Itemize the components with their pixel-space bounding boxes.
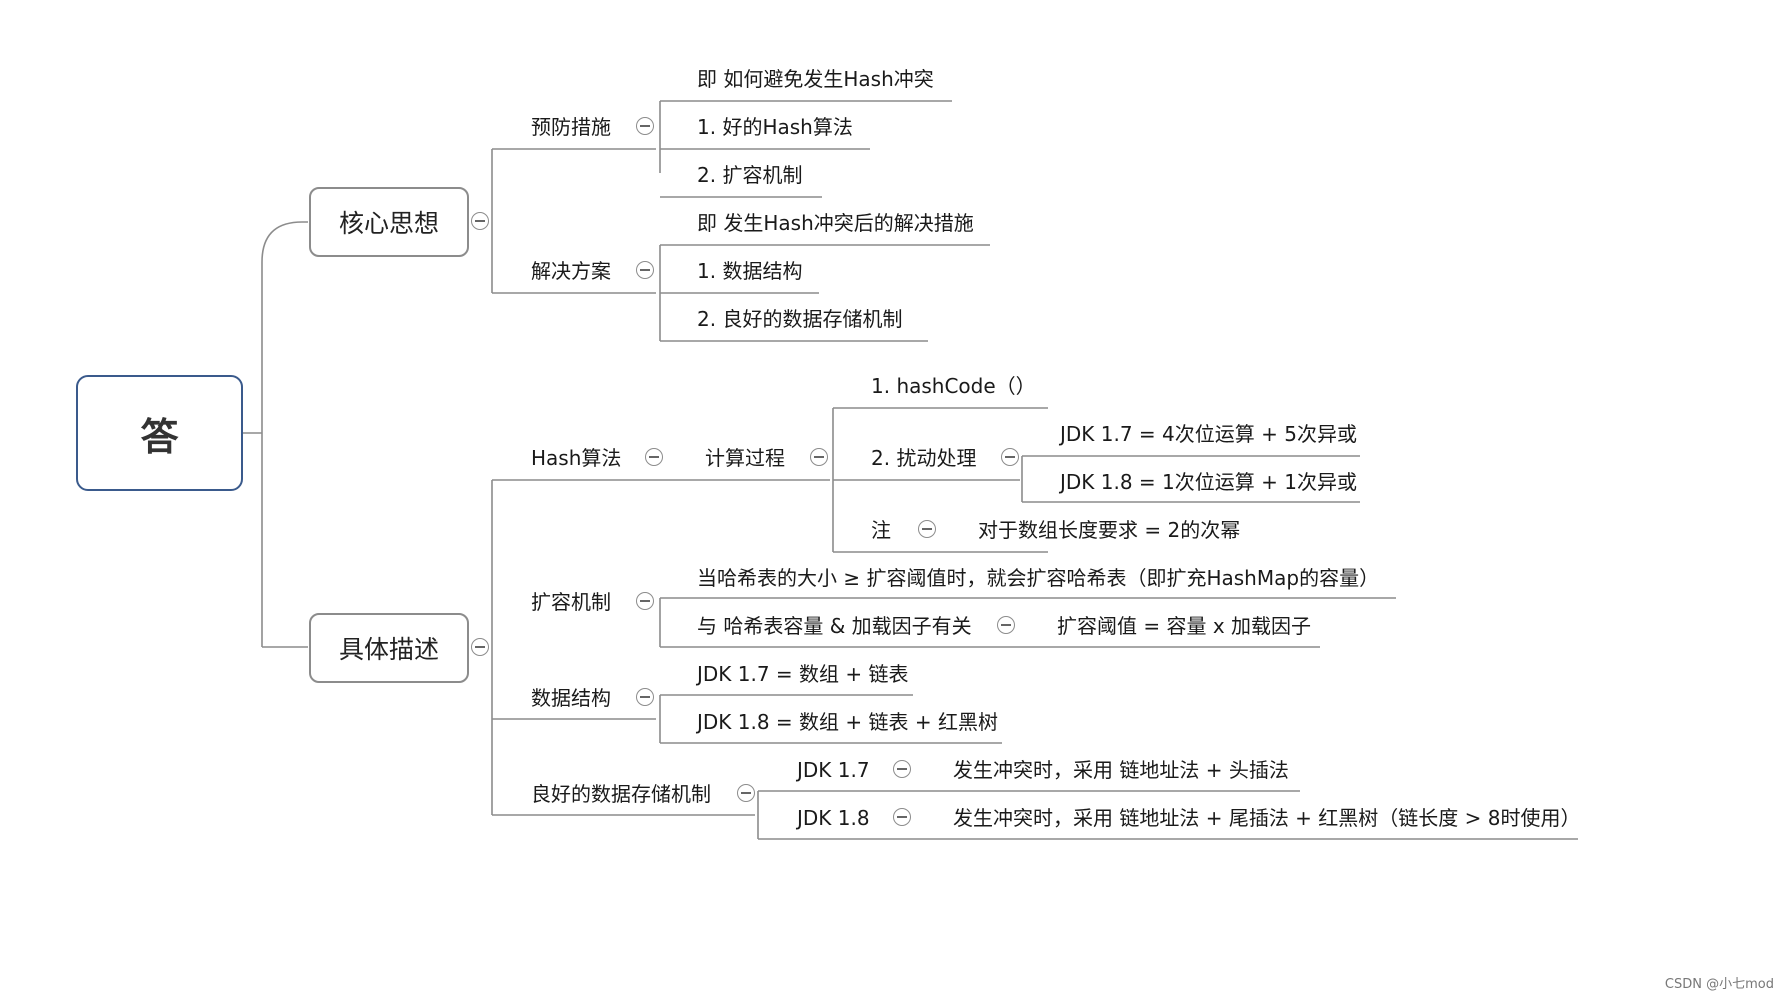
note-text[interactable]: 对于数组长度要求 = 2的次幂 (978, 518, 1241, 542)
watermark: CSDN @小七mod (1664, 977, 1774, 992)
prevent-node[interactable]: 预防措施 (531, 115, 611, 139)
hash-algorithm-node[interactable]: Hash算法 (531, 446, 622, 470)
solution-item[interactable]: 即 发生Hash冲突后的解决措施 (697, 211, 974, 235)
perturbation-item[interactable]: JDK 1.7 = 4次位运算 + 5次异或 (1060, 422, 1357, 446)
collapse-icon[interactable] (810, 448, 828, 466)
storage-node[interactable]: 良好的数据存储机制 (531, 782, 711, 806)
prevent-item[interactable]: 1. 好的Hash算法 (697, 115, 853, 139)
resize-formula[interactable]: 扩容阈值 = 容量 x 加载因子 (1057, 614, 1312, 638)
storage-jdk18-text[interactable]: 发生冲突时，采用 链地址法 + 尾插法 + 红黑树（链长度 > 8时使用） (953, 806, 1581, 830)
collapse-icon[interactable] (636, 688, 654, 706)
collapse-icon[interactable] (636, 117, 654, 135)
collapse-icon[interactable] (893, 808, 911, 826)
prevent-item[interactable]: 即 如何避免发生Hash冲突 (697, 67, 934, 91)
structure-item[interactable]: JDK 1.7 = 数组 + 链表 (697, 662, 909, 686)
collapse-icon[interactable] (737, 784, 755, 802)
perturbation-step[interactable]: 2. 扰动处理 (871, 446, 977, 470)
structure-item[interactable]: JDK 1.8 = 数组 + 链表 + 红黑树 (697, 710, 998, 734)
collapse-icon[interactable] (918, 520, 936, 538)
resize-node[interactable]: 扩容机制 (531, 590, 611, 614)
hashcode-step[interactable]: 1. hashCode（） (871, 374, 1036, 398)
root-node[interactable]: 答 (76, 375, 243, 491)
detail-node[interactable]: 具体描述 (309, 613, 469, 683)
structure-node[interactable]: 数据结构 (531, 686, 611, 710)
calc-process-node[interactable]: 计算过程 (705, 446, 785, 470)
collapse-icon[interactable] (471, 638, 489, 656)
perturbation-item[interactable]: JDK 1.8 = 1次位运算 + 1次异或 (1060, 470, 1357, 494)
collapse-icon[interactable] (471, 212, 489, 230)
solution-node[interactable]: 解决方案 (531, 259, 611, 283)
collapse-icon[interactable] (893, 760, 911, 778)
collapse-icon[interactable] (636, 261, 654, 279)
resize-condition[interactable]: 当哈希表的大小 ≥ 扩容阈值时，就会扩容哈希表（即扩充HashMap的容量） (697, 566, 1380, 590)
core-idea-node[interactable]: 核心思想 (309, 187, 469, 257)
solution-item[interactable]: 1. 数据结构 (697, 259, 803, 283)
collapse-icon[interactable] (636, 592, 654, 610)
collapse-icon[interactable] (997, 616, 1015, 634)
storage-jdk17-text[interactable]: 发生冲突时，采用 链地址法 + 头插法 (953, 758, 1289, 782)
collapse-icon[interactable] (1001, 448, 1019, 466)
storage-jdk18[interactable]: JDK 1.8 (797, 806, 870, 830)
solution-item[interactable]: 2. 良好的数据存储机制 (697, 307, 903, 331)
prevent-item[interactable]: 2. 扩容机制 (697, 163, 803, 187)
resize-related[interactable]: 与 哈希表容量 & 加载因子有关 (697, 614, 972, 638)
note-node[interactable]: 注 (871, 518, 891, 542)
collapse-icon[interactable] (645, 448, 663, 466)
storage-jdk17[interactable]: JDK 1.7 (797, 758, 870, 782)
